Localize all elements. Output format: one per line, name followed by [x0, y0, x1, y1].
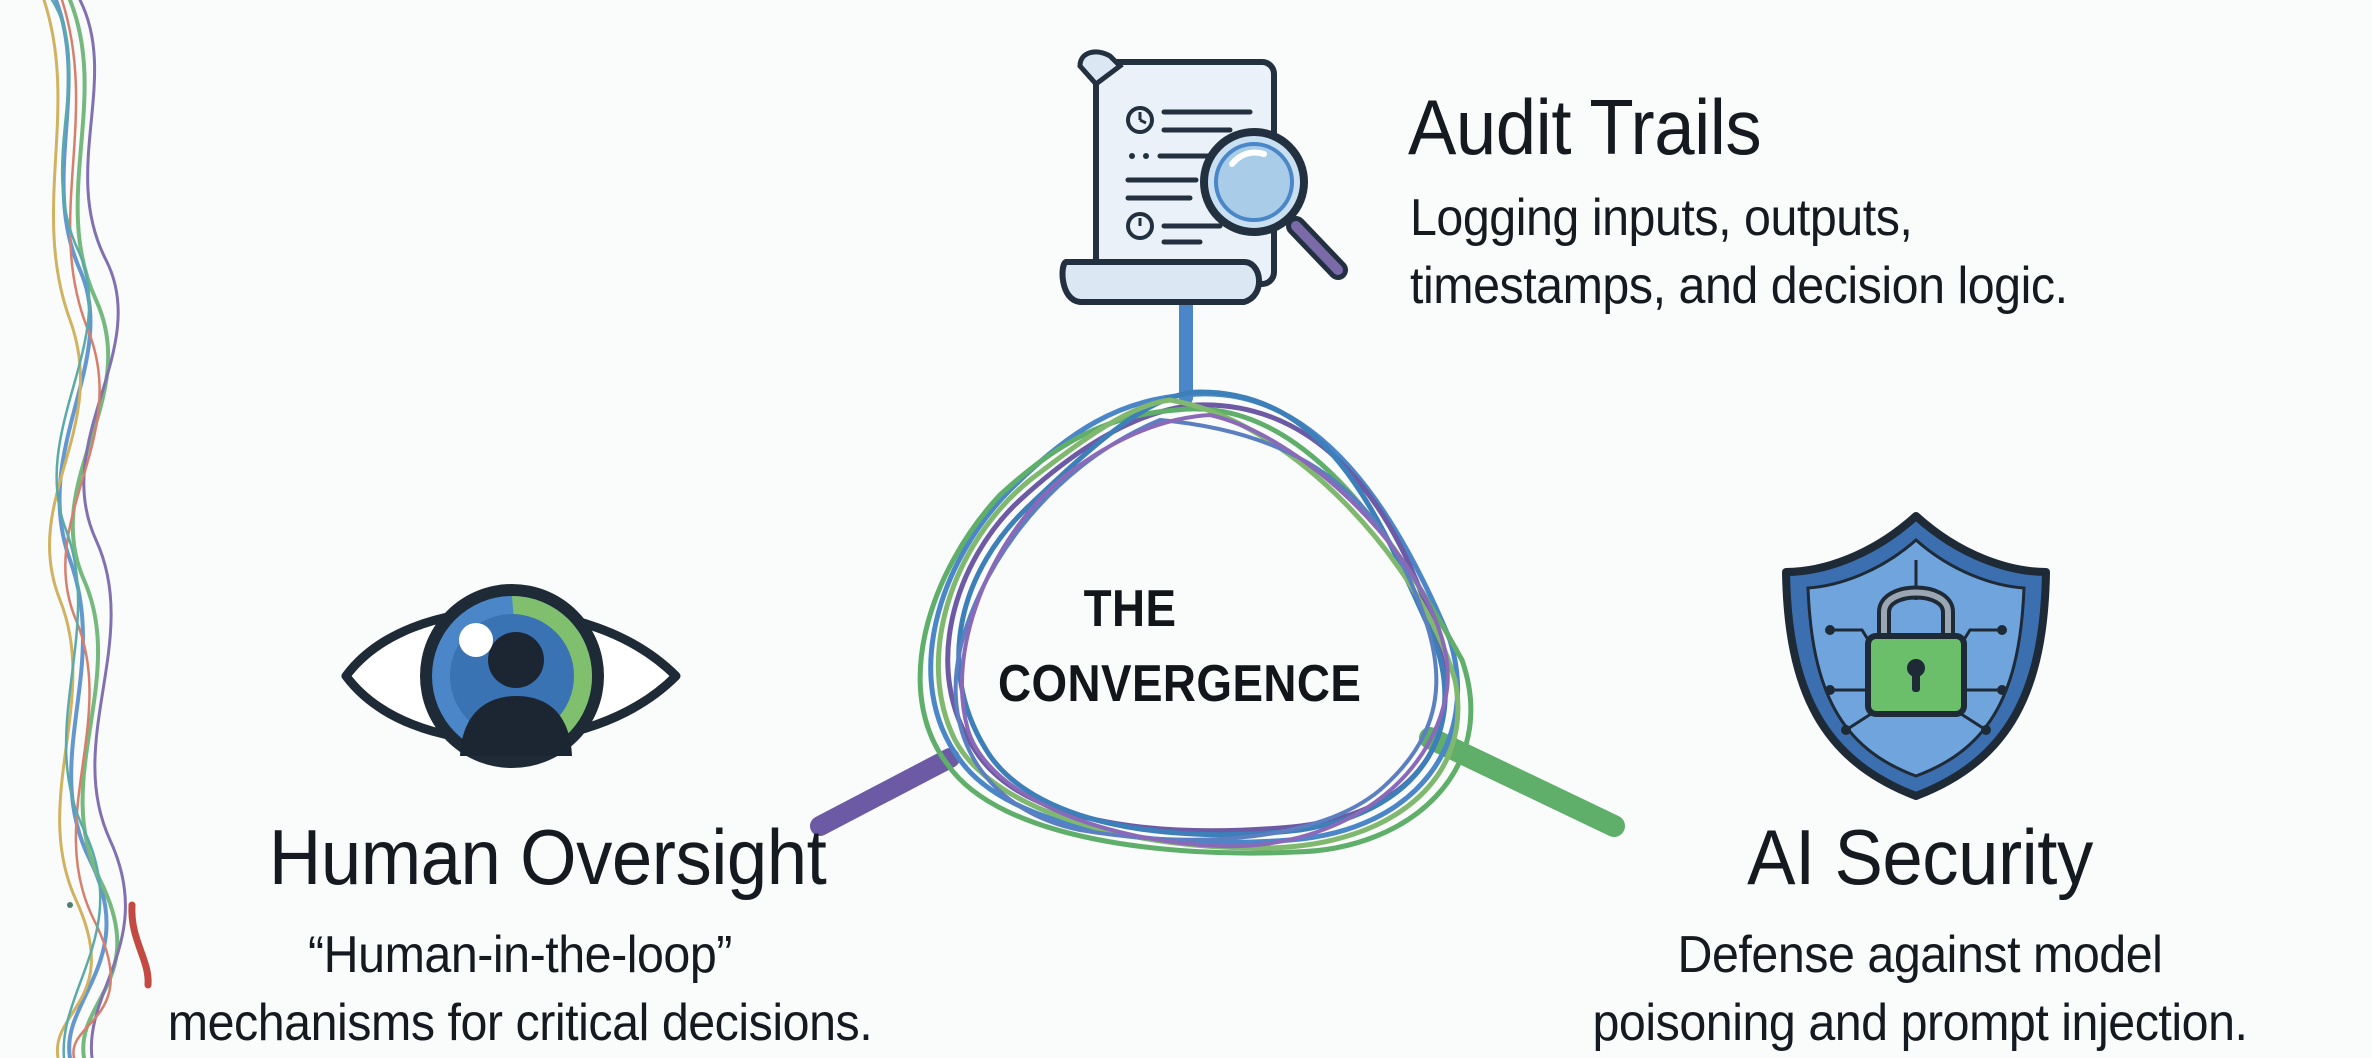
thread-strands-decoration	[42, 0, 127, 1058]
thread-tip-decoration	[128, 901, 152, 989]
shield-lock-icon	[1782, 512, 2050, 800]
convergence-center-label: THE CONVERGENCE	[998, 580, 1362, 714]
audit-trails-title: Audit Trails	[1408, 83, 1762, 171]
ai-security-description: Defense against model poisoning and prom…	[1592, 926, 2248, 1052]
eye-icon	[341, 584, 681, 768]
audit-trails-description: Logging inputs, outputs, timestamps, and…	[1410, 189, 2068, 315]
convergence-loop	[917, 389, 1474, 856]
connector-security	[1419, 727, 1625, 837]
ai-security-title: AI Security	[1747, 813, 2093, 901]
human-oversight-title: Human Oversight	[268, 813, 827, 901]
human-oversight-description: “Human-in-the-loop” mechanisms for criti…	[167, 926, 873, 1052]
connector-human	[810, 748, 960, 836]
document-magnifier-icon	[1059, 49, 1348, 305]
